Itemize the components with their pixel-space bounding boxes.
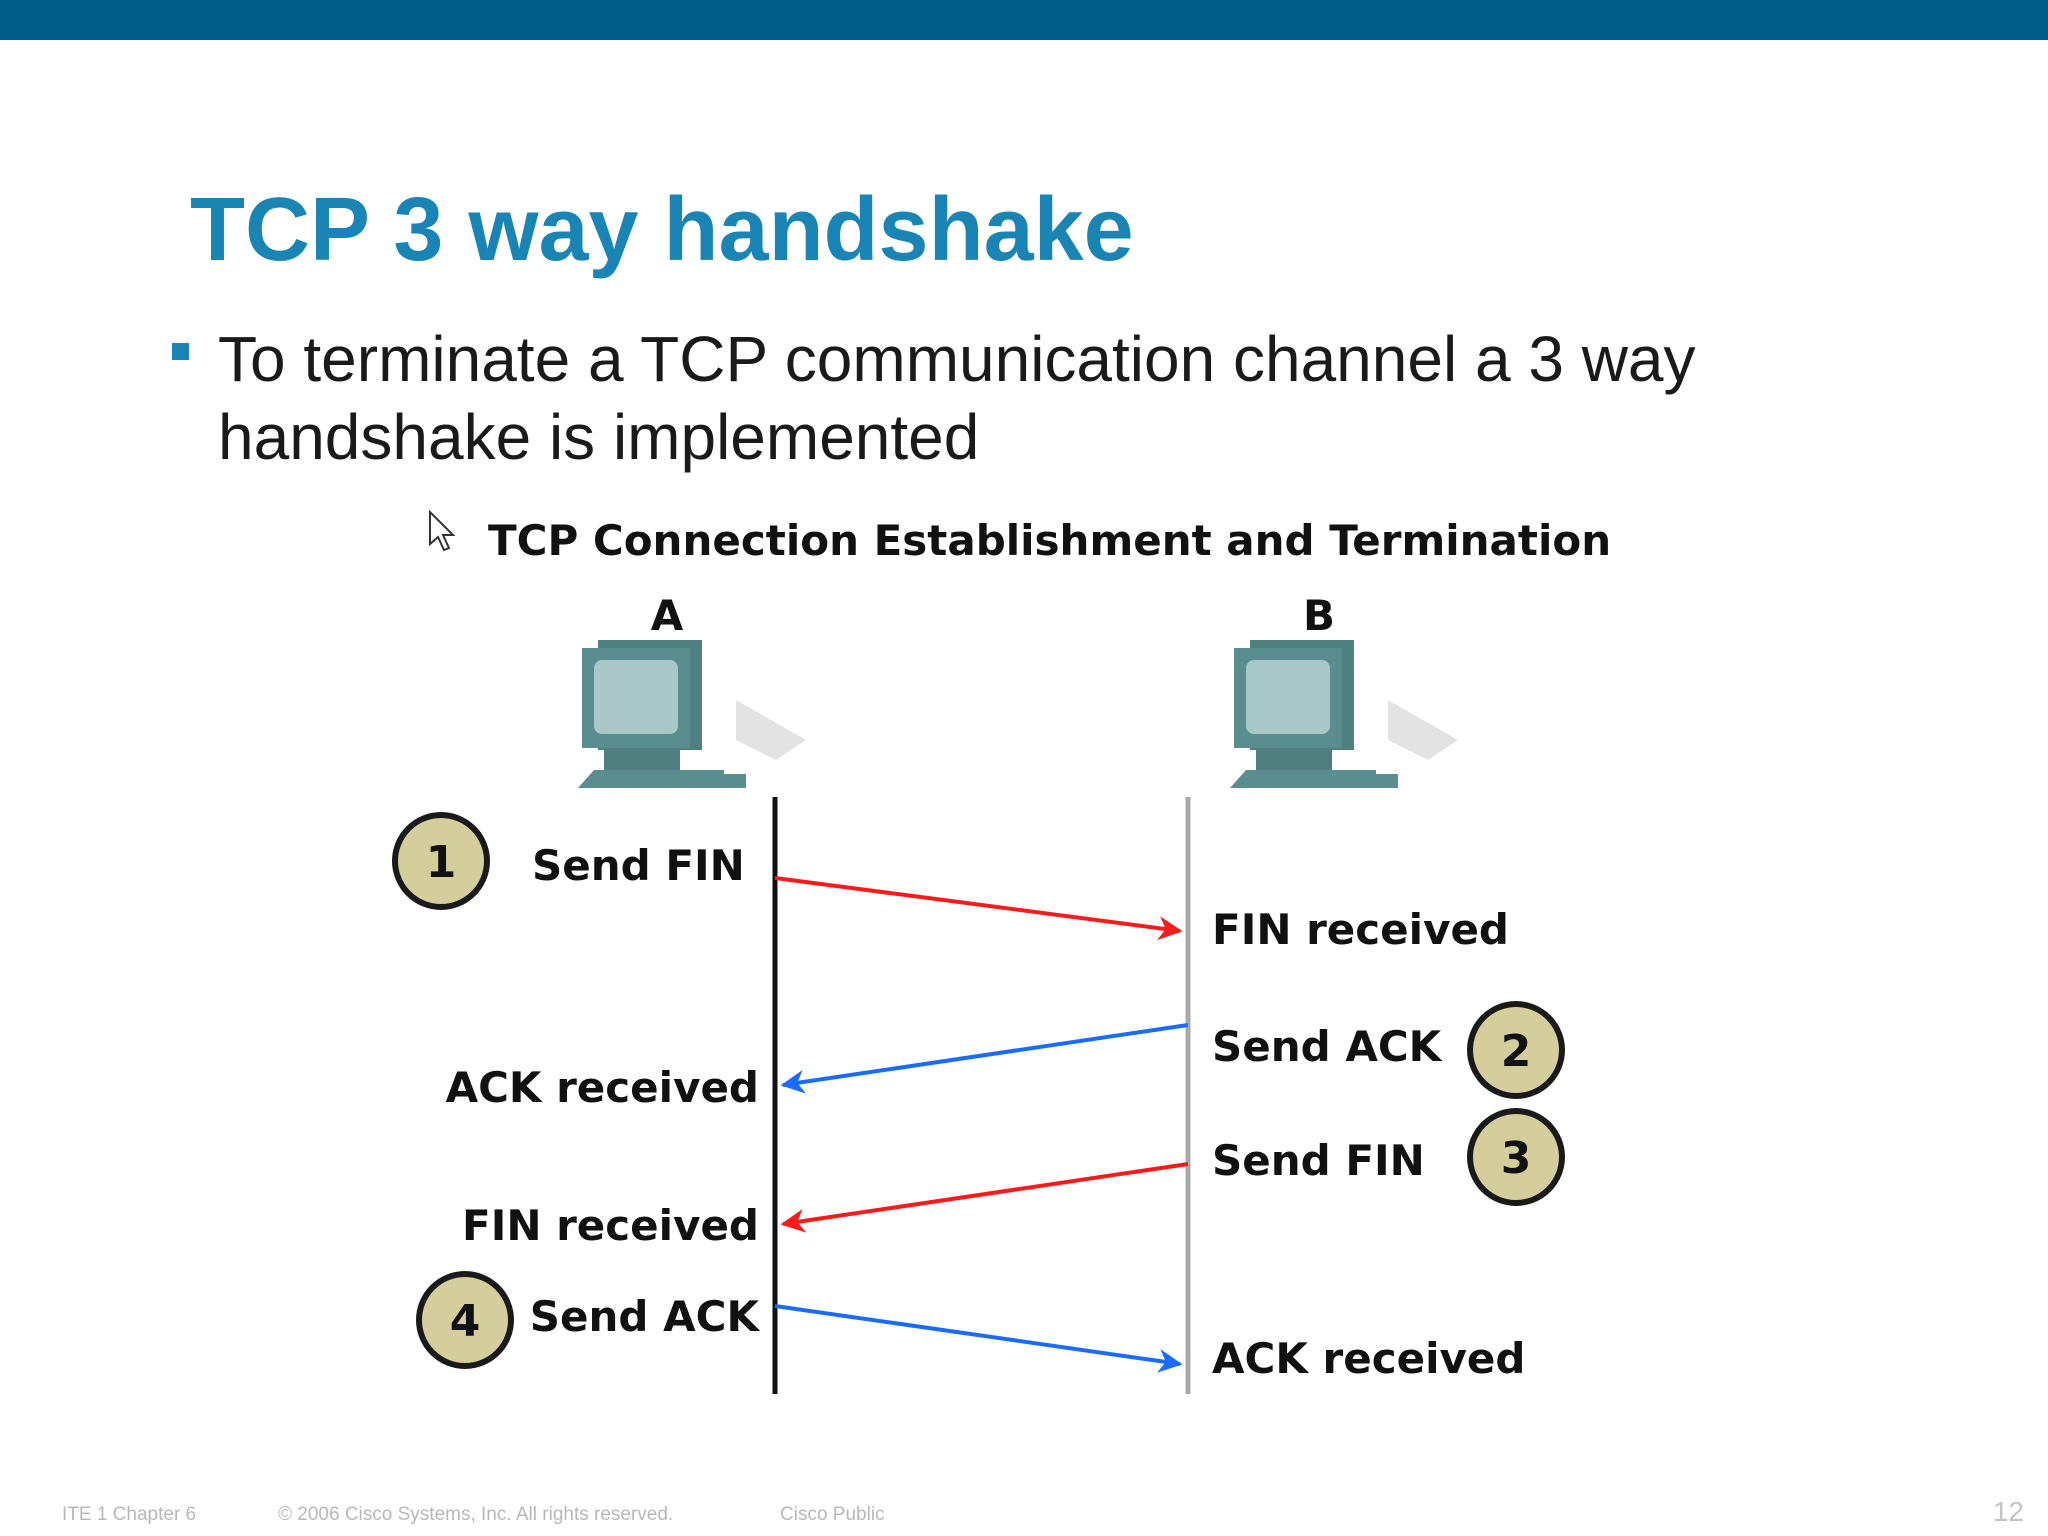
page-number: 12	[1992, 1496, 2024, 1527]
step-label: Send FIN	[532, 841, 745, 890]
ack-arrow-b-to-a	[780, 1023, 1189, 1094]
computer-icon	[1230, 640, 1458, 788]
bullet-text: To terminate a TCP communication channel…	[218, 323, 1696, 473]
ack-arrow-a-to-b	[774, 1304, 1183, 1373]
cursor-icon	[429, 509, 456, 552]
host-a-label: A	[651, 591, 684, 640]
step-label: ACK received	[446, 1063, 759, 1112]
step-label: Send ACK	[530, 1292, 761, 1341]
host-b-label: B	[1303, 591, 1335, 640]
slide-title: TCP 3 way handshake	[190, 180, 1134, 280]
footer-classification: Cisco Public	[780, 1504, 885, 1525]
step-badge: 1	[392, 812, 490, 910]
bullet-marker	[172, 343, 189, 360]
step-badge: 2	[1467, 1001, 1565, 1099]
diagram-heading: TCP Connection Establishment and Termina…	[488, 516, 1611, 565]
top-bar	[0, 0, 2048, 40]
footer-course: ITE 1 Chapter 6	[62, 1504, 197, 1525]
step-label: FIN received	[462, 1201, 759, 1250]
step-label: FIN received	[1212, 905, 1509, 954]
step-label: Send ACK	[1212, 1022, 1443, 1071]
footer-copyright: © 2006 Cisco Systems, Inc. All rights re…	[278, 1504, 674, 1525]
fin-arrow-a-to-b	[774, 876, 1183, 941]
step-label: ACK received	[1212, 1334, 1525, 1383]
step-badge: 3	[1467, 1108, 1565, 1206]
step-badge: 4	[416, 1271, 514, 1369]
svg-text:4: 4	[450, 1296, 481, 1347]
step-label: Send FIN	[1212, 1136, 1425, 1185]
svg-text:1: 1	[426, 837, 457, 888]
svg-text:2: 2	[1501, 1026, 1532, 1077]
svg-text:3: 3	[1501, 1133, 1532, 1184]
computer-icon	[578, 640, 806, 788]
fin-arrow-b-to-a	[780, 1162, 1189, 1233]
